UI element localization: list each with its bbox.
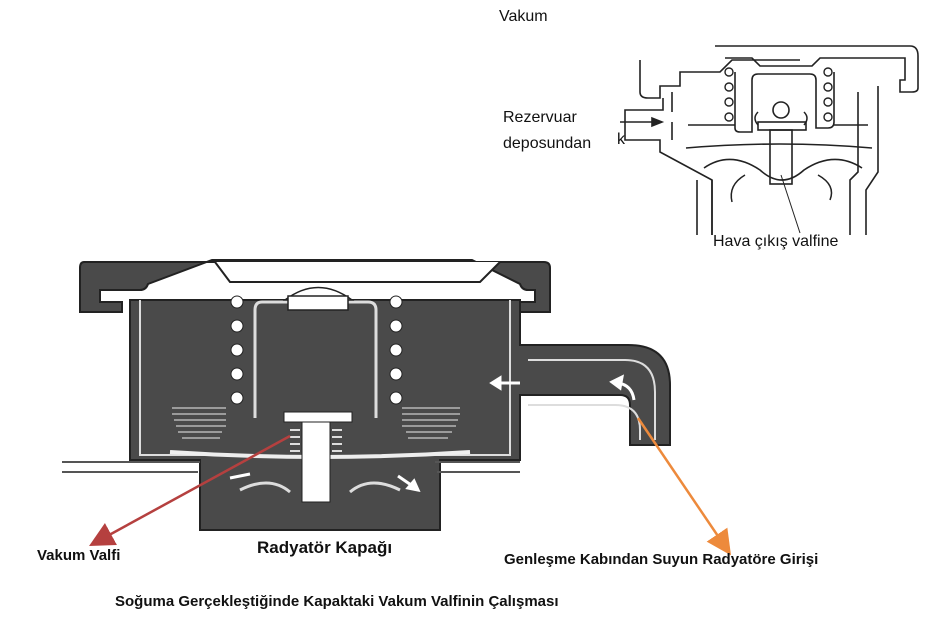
detail-inlet-arrow [620,116,665,128]
detail-flow-arrows [730,111,833,203]
vacuum-valve-arrow [89,434,291,547]
pressure-springs [230,295,403,405]
radiator-cap-label: Radyatör Kapağı [257,538,393,557]
air-outlet-label: Hava çıkış valfine [713,233,839,250]
inflow-label: Genleşme Kabından Suyun Radyatöre Girişi [504,551,819,568]
reservoir-label-line2: deposundan [503,135,592,152]
vacuum-title: Vakum [499,8,548,25]
stray-mark: k [617,131,625,148]
vacuum-valve-stem [301,421,331,503]
reservoir-label-line1: Rezervuar [503,109,577,126]
vacuum-valve-label: Vakum Valfi [37,547,121,564]
flow-arrows [229,374,636,493]
figure-caption: Soğuma Gerçekleştiğinde Kapaktaki Vakum … [115,593,559,610]
cap-shell [79,259,551,313]
detail-outlet-leader [780,174,801,234]
detail-housing [624,98,713,235]
inflow-arrow [636,417,732,556]
detail-cap-top [715,45,919,93]
